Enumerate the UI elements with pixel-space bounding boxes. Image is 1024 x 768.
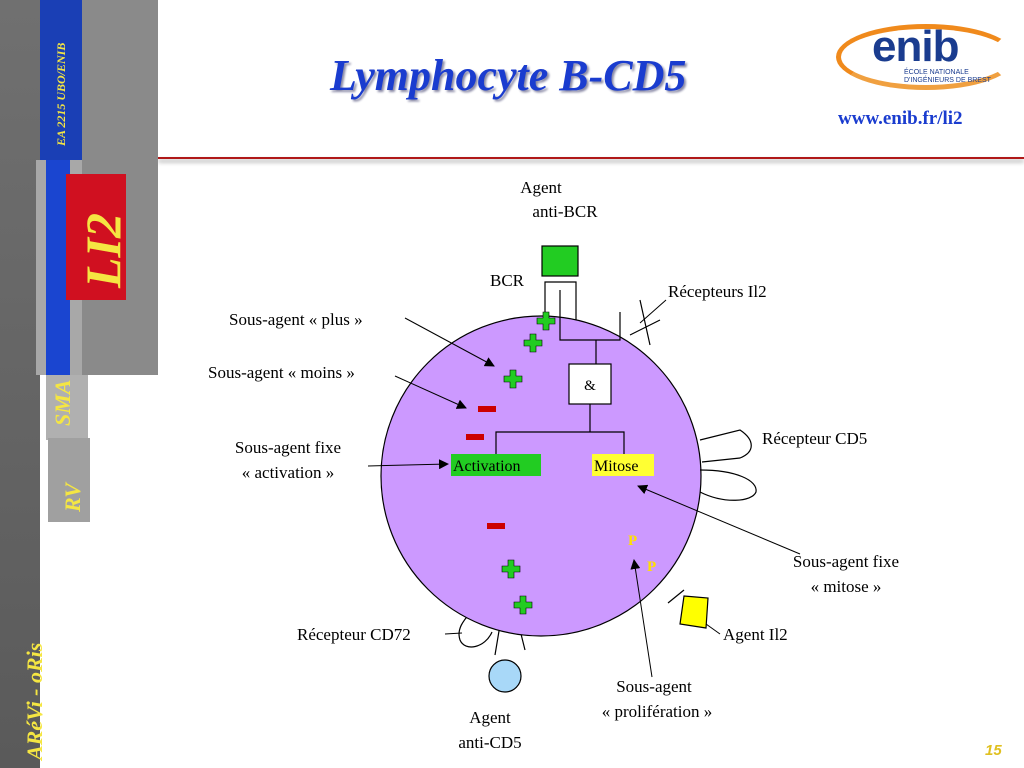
sous-agent-proliferation-label-2: « prolifération » bbox=[602, 702, 712, 721]
sidebar-rv-box bbox=[48, 438, 90, 522]
minus-subagent bbox=[466, 434, 484, 440]
pointer-il2-receptor bbox=[639, 299, 667, 324]
mitose-box bbox=[592, 454, 654, 476]
activation-label: Activation bbox=[453, 458, 521, 475]
agent-il2-square bbox=[679, 595, 709, 629]
sidebar-sma-box bbox=[46, 375, 88, 440]
logo-word: enib bbox=[872, 22, 959, 71]
header-divider bbox=[158, 157, 1024, 159]
arrow-sous-agent-plus bbox=[404, 317, 495, 367]
agent-il2-receptor bbox=[667, 589, 685, 604]
logo-subtitle-2: D'INGÉNIEURS DE BREST bbox=[904, 77, 991, 84]
page-number: 15 bbox=[985, 742, 1002, 759]
recepteur-cd5-label: Récepteur CD5 bbox=[762, 429, 867, 448]
plus-subagent bbox=[503, 369, 523, 389]
plus-subagent bbox=[513, 595, 533, 615]
il2-receptor-lines bbox=[629, 299, 661, 346]
pointer-agent-il2 bbox=[705, 623, 721, 635]
wire-and-to-outputs bbox=[495, 404, 625, 456]
plus-subagent bbox=[536, 311, 556, 331]
arrow-sous-agent-fixe-activation bbox=[367, 459, 449, 470]
agent-anticd5-circle bbox=[488, 659, 522, 693]
activation-box bbox=[451, 454, 541, 476]
arrow-sous-agent-fixe-mitose bbox=[637, 484, 801, 555]
agent-antibcr-label-1: Agent bbox=[520, 178, 562, 197]
sous-agent-fixe-activation-label-2: « activation » bbox=[242, 463, 335, 482]
plus-subagent bbox=[523, 333, 543, 353]
sous-agent-fixe-activation-label-1: Sous-agent fixe bbox=[235, 438, 341, 457]
pointer-cd72 bbox=[444, 632, 463, 635]
cd5-receptor-shape bbox=[699, 429, 757, 501]
sous-agent-proliferation-label-1: Sous-agent bbox=[616, 677, 692, 696]
page-title: Lymphocyte B-CD5 bbox=[330, 51, 687, 100]
bcr-receptor bbox=[544, 281, 577, 320]
and-gate-label: & bbox=[584, 378, 596, 394]
sous-agent-fixe-mitose-label-1: Sous-agent fixe bbox=[793, 552, 899, 571]
minus-subagent bbox=[478, 406, 496, 412]
sous-agent-fixe-mitose-label-2: « mitose » bbox=[811, 577, 882, 596]
website-url: www.enib.fr/li2 bbox=[838, 108, 963, 129]
agent-il2-label: Agent Il2 bbox=[723, 625, 788, 644]
enib-logo: enib ÉCOLE NATIONALE D'INGÉNIEURS DE BRE… bbox=[836, 18, 1016, 90]
wire-bcr-to-and bbox=[559, 290, 621, 364]
sidebar-li2-box bbox=[66, 174, 126, 300]
logo-swoosh bbox=[836, 24, 1016, 90]
recepteur-cd72-label: Récepteur CD72 bbox=[297, 625, 411, 644]
logo-subtitle-1: ÉCOLE NATIONALE bbox=[904, 69, 969, 76]
agent-antibcr-label-2: anti-BCR bbox=[532, 202, 598, 221]
bcr-label: BCR bbox=[490, 271, 525, 290]
p-subagent: P bbox=[628, 533, 637, 549]
arrow-sous-agent-moins bbox=[394, 375, 467, 409]
minus-subagent bbox=[487, 523, 505, 529]
agent-anticd5-label-2: anti-CD5 bbox=[458, 733, 521, 752]
mitose-label: Mitose bbox=[594, 458, 638, 475]
agent-antibcr-square bbox=[541, 245, 579, 277]
p-subagent: P bbox=[647, 559, 656, 575]
recepteurs-il2-label: Récepteurs Il2 bbox=[668, 282, 767, 301]
sous-agent-plus-label: Sous-agent « plus » bbox=[229, 310, 363, 329]
sidebar-dark-band bbox=[0, 0, 40, 768]
sidebar-blue-band-top bbox=[40, 0, 82, 160]
arrow-sous-agent-proliferation bbox=[630, 559, 653, 678]
agent-anticd5-label-1: Agent bbox=[469, 708, 511, 727]
plus-subagent bbox=[501, 559, 521, 579]
sous-agent-moins-label: Sous-agent « moins » bbox=[208, 363, 355, 382]
